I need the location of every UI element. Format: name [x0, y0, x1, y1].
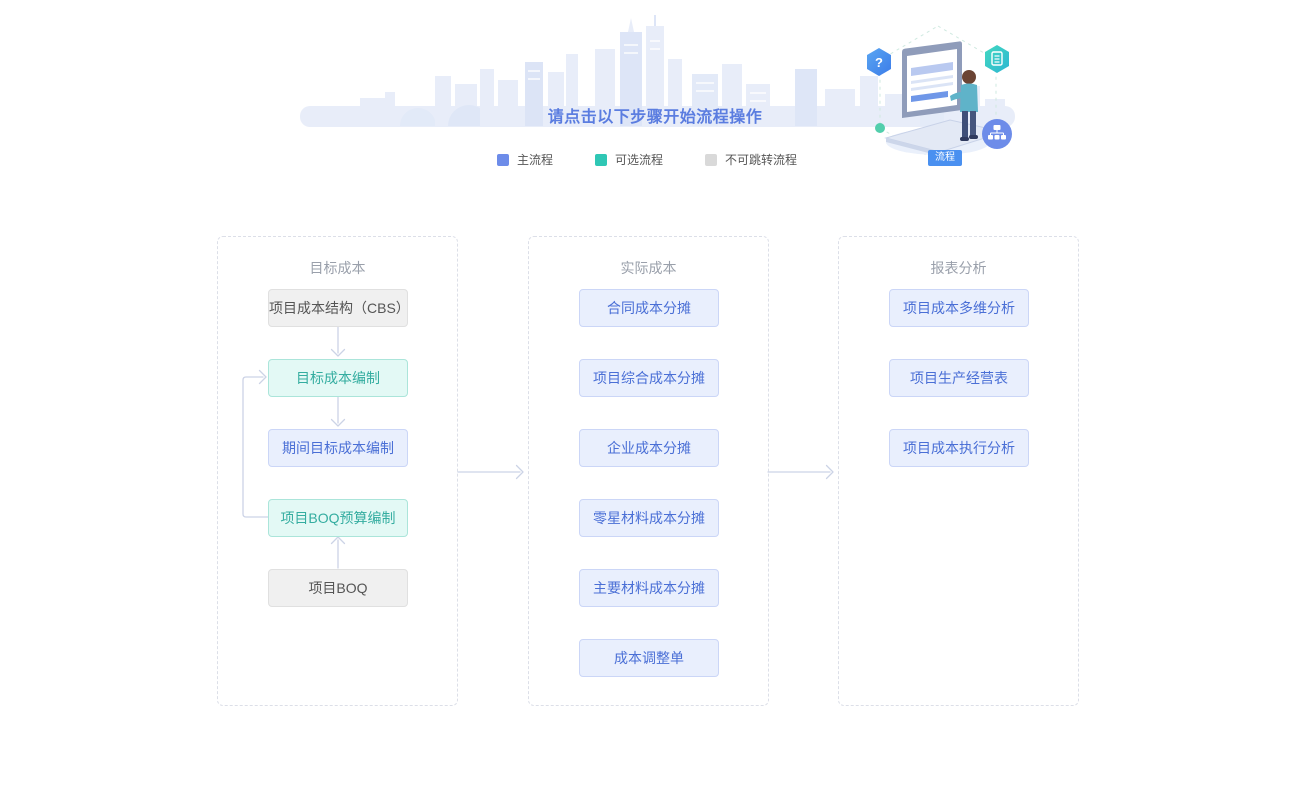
main-flow-swatch-icon [497, 153, 509, 166]
panel-title: 目标成本 [309, 260, 366, 276]
node-enterprise-cost-allocation[interactable]: 企业成本分摊 [579, 429, 719, 467]
legend-label: 可选流程 [615, 153, 664, 167]
node-main-material-cost-allocation[interactable]: 主要材料成本分摊 [579, 569, 719, 607]
legend: 主流程 可选流程 不可跳转流程 [497, 151, 797, 168]
legend-item-optional: 可选流程 [595, 151, 663, 168]
teal-dot-icon [875, 123, 885, 133]
node-project-comprehensive-cost-allocation[interactable]: 项目综合成本分摊 [579, 359, 719, 397]
node-project-boq[interactable]: 项目BOQ [268, 569, 408, 607]
node-project-cost-multidim-analysis[interactable]: 项目成本多维分析 [889, 289, 1029, 327]
legend-label: 主流程 [517, 153, 554, 167]
panel-report-analysis: 报表分析 项目成本多维分析 项目生产经营表 项目成本执行分析 [838, 236, 1079, 706]
person-icon [950, 70, 978, 141]
node-target-cost-compilation[interactable]: 目标成本编制 [268, 359, 408, 397]
flow-badge: 流程 [928, 150, 962, 166]
panel-target-cost: 目标成本 项目成本结构（CBS） 目标成本编制 期间目标成本编制 项目BOQ预算… [217, 236, 458, 706]
question-hexagon-icon: ? [867, 48, 891, 76]
node-period-target-cost-compilation[interactable]: 期间目标成本编制 [268, 429, 408, 467]
panel-title: 报表分析 [930, 260, 987, 276]
node-contract-cost-allocation[interactable]: 合同成本分摊 [579, 289, 719, 327]
svg-text:?: ? [875, 55, 883, 70]
node-project-production-operation-report[interactable]: 项目生产经营表 [889, 359, 1029, 397]
node-project-boq-budget-compilation[interactable]: 项目BOQ预算编制 [268, 499, 408, 537]
page-title: 请点击以下步骤开始流程操作 [547, 109, 763, 126]
optional-flow-swatch-icon [595, 153, 608, 166]
panel-title: 实际成本 [620, 260, 677, 276]
legend-item-main: 主流程 [497, 151, 553, 168]
locked-flow-swatch-icon [705, 153, 718, 166]
document-hexagon-icon [985, 45, 1009, 73]
panel-actual-cost: 实际成本 合同成本分摊 项目综合成本分摊 企业成本分摊 零星材料成本分摊 主要材… [528, 236, 769, 706]
flowchart-circle-icon [982, 119, 1012, 149]
person-at-laptop-illustration: ? [867, 25, 1012, 163]
legend-item-locked: 不可跳转流程 [705, 151, 797, 168]
node-cost-adjustment-order[interactable]: 成本调整单 [579, 639, 719, 677]
node-misc-material-cost-allocation[interactable]: 零星材料成本分摊 [579, 499, 719, 537]
city-skyline [300, 15, 1015, 127]
legend-label: 不可跳转流程 [725, 153, 798, 167]
node-project-cost-structure-cbs[interactable]: 项目成本结构（CBS） [268, 289, 410, 327]
node-project-cost-execution-analysis[interactable]: 项目成本执行分析 [889, 429, 1029, 467]
